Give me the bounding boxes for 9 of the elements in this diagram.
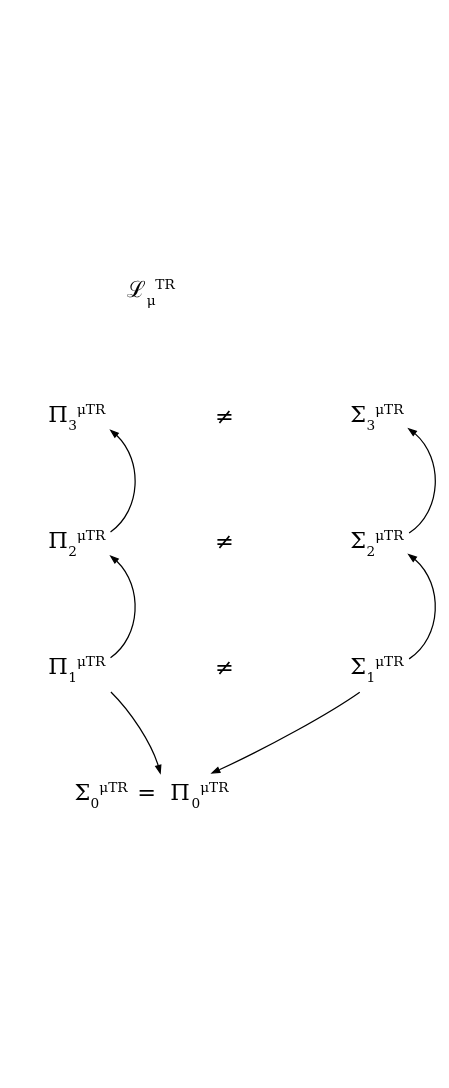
arrow [110, 691, 162, 775]
node-text: ≠ [215, 402, 234, 429]
node-text: ≠ [215, 528, 234, 555]
node-text: ≠ [215, 654, 234, 681]
arrow [407, 427, 436, 534]
arrow [210, 691, 361, 774]
arrow [109, 554, 136, 659]
arrow [109, 429, 136, 533]
arrow [407, 553, 436, 660]
